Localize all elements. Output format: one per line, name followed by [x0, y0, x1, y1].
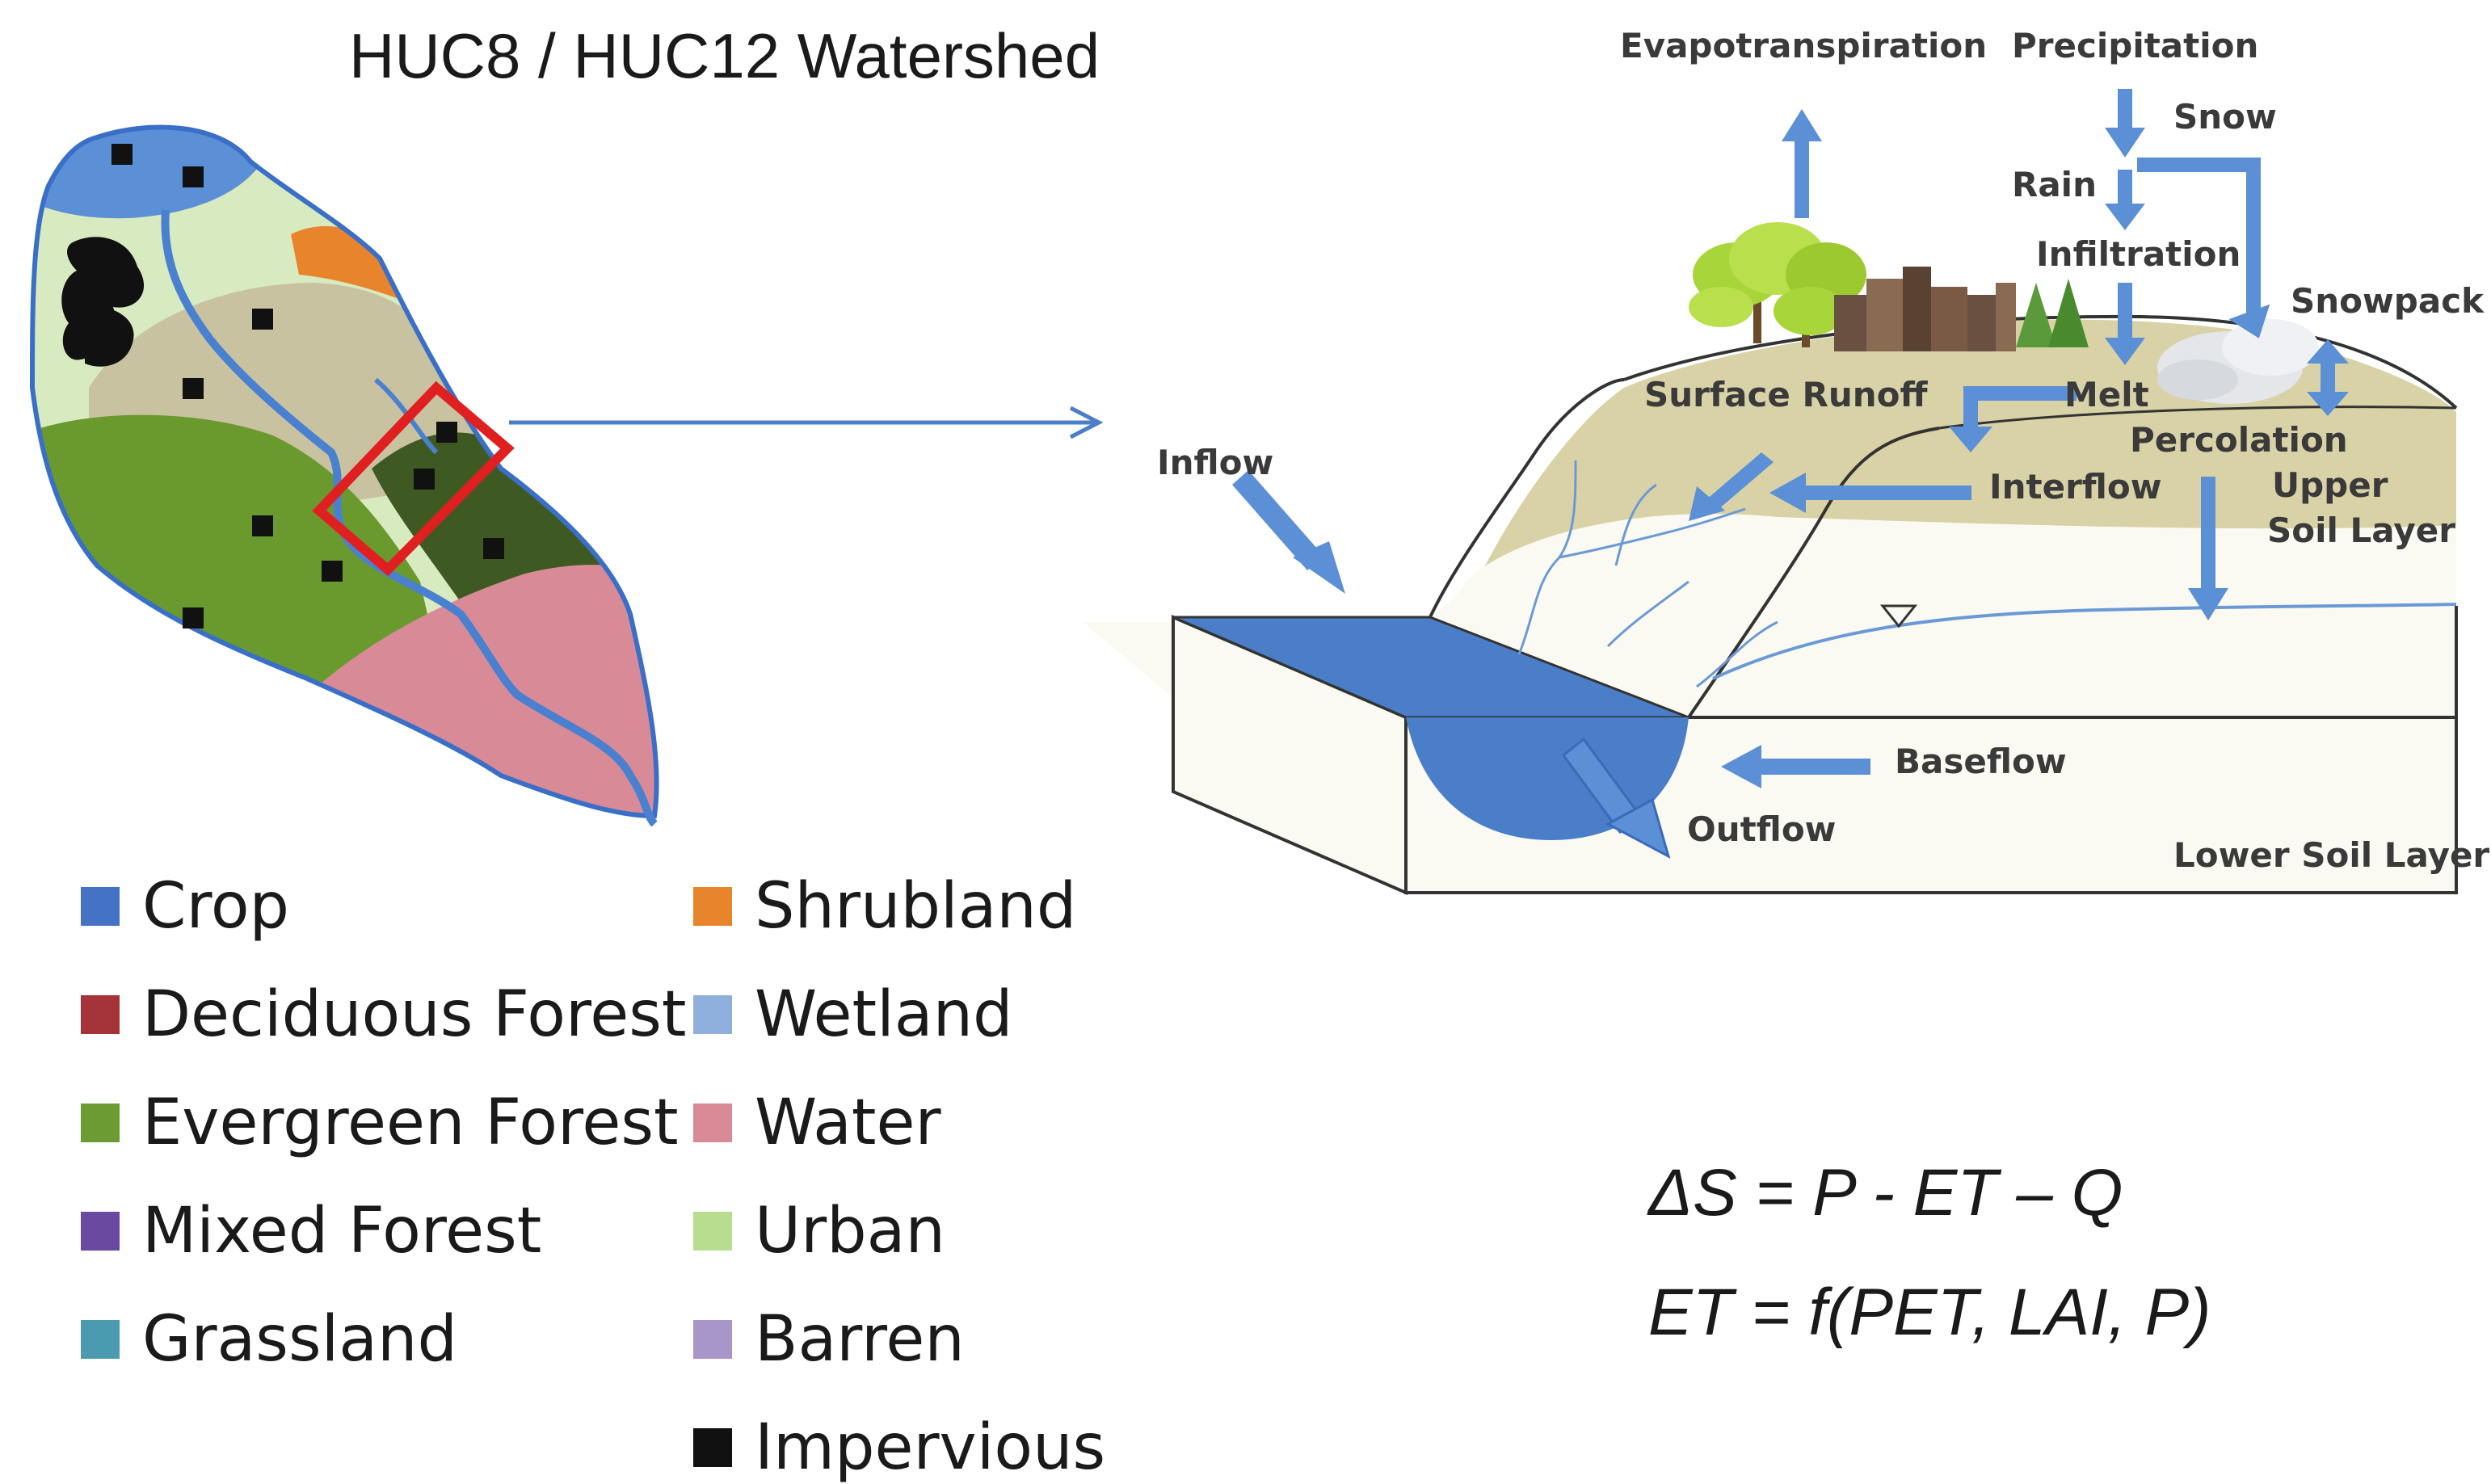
legend-swatch	[693, 1320, 732, 1359]
selected-subwatershed-box	[312, 380, 515, 577]
legend-item-deciduous-forest: Deciduous Forest	[81, 983, 687, 1046]
legend-item-water: Water	[693, 1091, 941, 1154]
hydrology-block	[1083, 89, 2458, 896]
label-infiltration: Infiltration	[2036, 234, 2241, 274]
label-surface-runoff: Surface Runoff	[1644, 375, 1928, 414]
legend-item-wetland: Wetland	[693, 983, 1013, 1046]
legend-item-mixed-forest: Mixed Forest	[81, 1200, 541, 1263]
legend-item-evergreen-forest: Evergreen Forest	[81, 1091, 679, 1154]
legend-swatch	[693, 1428, 732, 1467]
legend-label: Grassland	[142, 1303, 457, 1376]
zoom-arrow	[509, 406, 1104, 439]
snowpack-icon	[2157, 319, 2319, 404]
trees-icon	[1689, 222, 1866, 347]
watershed-map	[29, 124, 659, 827]
legend-swatch	[693, 1104, 732, 1142]
crop-region	[32, 129, 275, 219]
label-snow: Snow	[2173, 97, 2277, 137]
shrubland-region	[291, 226, 420, 307]
legend-label: Water	[755, 1087, 941, 1159]
conifers-icon	[2016, 279, 2089, 347]
label-percolation: Percolation	[2130, 420, 2348, 460]
label-baseflow: Baseflow	[1895, 742, 2067, 781]
legend-label: Wetland	[755, 978, 1013, 1051]
label-upper-soil-layer: Soil Layer	[2267, 511, 2455, 550]
watershed-boundary	[29, 124, 659, 819]
label-outflow: Outflow	[1687, 809, 1837, 849]
water-table	[1712, 603, 2457, 680]
label-rain: Rain	[2012, 165, 2097, 204]
legend-swatch	[693, 995, 732, 1034]
legend-swatch	[693, 887, 732, 926]
legend-label: Crop	[142, 870, 290, 943]
legend-swatch	[693, 1212, 732, 1251]
impervious-blob	[61, 237, 145, 360]
legend-item-crop: Crop	[81, 875, 289, 938]
legend-label: Urban	[755, 1195, 945, 1267]
legend-label: Deciduous Forest	[142, 978, 687, 1051]
label-interflow: Interflow	[1989, 467, 2162, 507]
legend-item-grassland: Grassland	[81, 1308, 457, 1371]
label-precipitation: Precipitation	[2012, 26, 2259, 65]
legend-item-urban: Urban	[693, 1200, 945, 1263]
label-snowpack: Snowpack	[2291, 281, 2485, 321]
legend-swatch	[81, 1320, 120, 1359]
impervious-points	[112, 144, 504, 628]
et-equation: ET = f(PET, LAI, P)	[1648, 1276, 2211, 1349]
legend-label: Barren	[755, 1303, 965, 1376]
page-title: HUC8 / HUC12 Watershed	[349, 20, 1100, 91]
legend-item-impervious: Impervious	[693, 1416, 1105, 1479]
legend-label: Mixed Forest	[142, 1195, 542, 1267]
label-upper-soil: Upper	[2272, 465, 2388, 505]
legend-swatch	[81, 1212, 120, 1251]
legend-swatch	[81, 887, 120, 926]
impervious-blob	[85, 306, 134, 367]
legend-swatch	[81, 995, 120, 1034]
buildings-icon	[1834, 267, 2016, 351]
legend-item-barren: Barren	[693, 1308, 965, 1371]
label-evapotranspiration: Evapotranspiration	[1620, 26, 1988, 65]
legend-label: Impervious	[755, 1411, 1106, 1484]
label-inflow: Inflow	[1157, 443, 1274, 482]
legend-swatch	[81, 1104, 120, 1142]
legend-label: Shrubland	[755, 870, 1077, 943]
label-lower-soil-layer: Lower Soil Layer	[2173, 835, 2490, 875]
water-balance-equation: ΔS = P - ET – Q	[1648, 1156, 2123, 1230]
label-melt: Melt	[2064, 375, 2149, 414]
legend-item-shrubland: Shrubland	[693, 875, 1076, 938]
process-arrows	[1232, 89, 2349, 859]
legend-label: Evergreen Forest	[142, 1087, 679, 1159]
